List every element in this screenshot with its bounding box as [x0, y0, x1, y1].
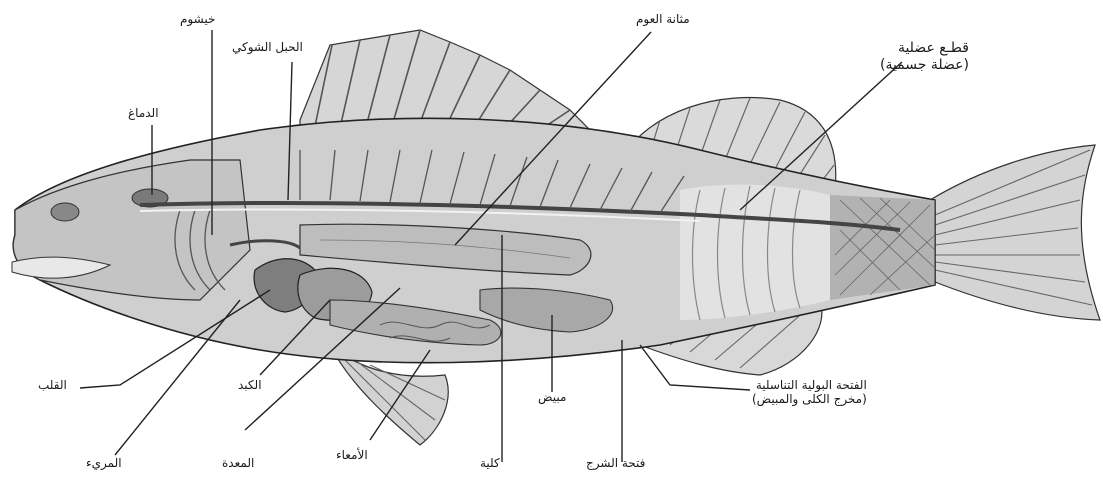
label-gills: خيشوم	[180, 12, 215, 26]
tail-fin	[930, 145, 1100, 320]
label-kidney: كلية	[480, 456, 500, 470]
label-brain: الدماغ	[128, 106, 159, 120]
label-spinal-cord: الحبل الشوكي	[232, 40, 303, 54]
fish-head	[12, 160, 250, 300]
label-stomach: المعدة	[222, 456, 254, 470]
label-urogenital-opening: الفتحة البولية التناسلية (مخرج الكلى وال…	[752, 378, 867, 407]
label-swim-bladder: مثانة العوم	[636, 12, 690, 26]
label-muscle-segments: قطـع عضلية (عضلة جسمية)	[880, 40, 969, 74]
label-heart: القلب	[38, 378, 67, 392]
label-anus: فتحة الشرج	[586, 456, 645, 470]
label-liver: الكبد	[238, 378, 262, 392]
label-intestines: الأمعاء	[336, 448, 368, 462]
label-ovary: مبيض	[538, 390, 566, 404]
label-esophagus: المريء	[86, 456, 122, 470]
